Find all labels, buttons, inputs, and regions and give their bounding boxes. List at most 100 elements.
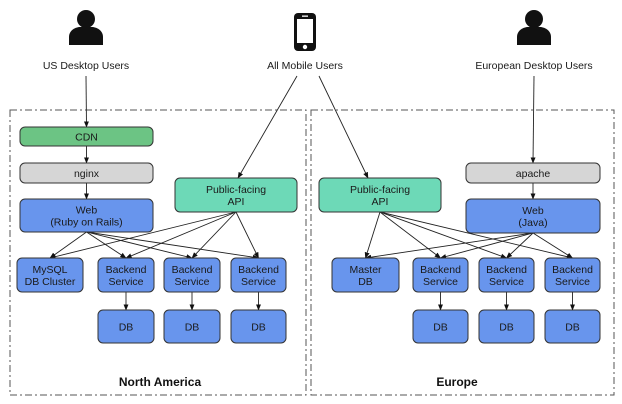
node-label: Service: [174, 276, 209, 288]
actor-label: European Desktop Users: [475, 60, 592, 72]
region-north-america: North America: [9, 109, 307, 396]
edge-na-api-to-na-mysql: [49, 211, 237, 260]
edge-na-api-to-na-be3: [235, 211, 259, 259]
actor-label: All Mobile Users: [267, 60, 343, 72]
actor-all-mobile-users: All Mobile Users: [267, 13, 343, 72]
node-box: [544, 257, 601, 293]
edge-us-desktop-to-na-cdn: [83, 75, 89, 128]
node-box: [19, 162, 154, 184]
node-label: DB: [185, 321, 200, 333]
edge-na-web-to-na-be3: [86, 231, 260, 260]
edges: [49, 75, 576, 311]
node-na-web: Web(Ruby on Rails): [19, 198, 154, 233]
person-icon: [69, 10, 103, 45]
node-na-nginx: nginx: [19, 162, 154, 184]
node-label: DB Cluster: [25, 276, 76, 288]
node-box: [16, 257, 84, 293]
node-label: (Ruby on Rails): [50, 216, 122, 228]
node-label: Service: [555, 276, 590, 288]
edge-eu-api-to-eu-be2: [379, 211, 508, 259]
edge-eu-web-to-eu-be2: [506, 232, 534, 259]
node-eu-web: Web(Java): [465, 198, 601, 234]
node-label: nginx: [74, 168, 100, 180]
edge-mobile-to-eu-api: [318, 75, 369, 179]
node-label: Backend: [106, 264, 147, 276]
region-europe: Europe: [310, 109, 615, 396]
node-box: [478, 309, 535, 344]
node-box: [174, 177, 298, 213]
node-na-db3: DB: [230, 309, 287, 344]
smartphone-icon: [294, 13, 316, 51]
edge-na-web-to-na-be2: [86, 231, 193, 260]
node-label: DB: [565, 321, 580, 333]
node-label: Public-facing: [350, 184, 410, 196]
edge-eu-web-to-eu-be3: [532, 232, 574, 259]
edge-eu-api-to-eu-master: [364, 211, 381, 259]
node-na-db2: DB: [163, 309, 221, 344]
node-label: Service: [489, 276, 524, 288]
person-icon: [517, 10, 551, 45]
node-box: [465, 162, 601, 184]
node-box: [163, 309, 221, 344]
node-label: DB: [251, 321, 266, 333]
node-label: CDN: [75, 131, 98, 143]
actor-label: US Desktop Users: [43, 60, 129, 72]
node-label: Public-facing: [206, 184, 266, 196]
node-label: MySQL: [32, 264, 67, 276]
edge-na-api-to-na-be1: [125, 211, 237, 259]
node-label: DB: [119, 321, 134, 333]
node-label: DB: [433, 321, 448, 333]
node-eu-db3: DB: [544, 309, 601, 344]
node-box: [19, 198, 154, 233]
node-label: Backend: [552, 264, 593, 276]
node-label: DB: [499, 321, 514, 333]
actor-european-desktop-users: European Desktop Users: [475, 10, 593, 72]
node-box: [97, 309, 155, 344]
node-label: apache: [516, 168, 551, 180]
edge-na-api-to-na-be2: [191, 211, 237, 259]
region-title: Europe: [436, 375, 478, 389]
node-box: [478, 257, 535, 293]
node-label: Web: [522, 205, 544, 217]
region-border-north-america: [9, 109, 307, 396]
node-box: [19, 126, 154, 147]
node-label: Service: [108, 276, 143, 288]
node-label: Master: [349, 264, 382, 276]
node-box: [318, 177, 442, 213]
node-label: Backend: [486, 264, 527, 276]
node-eu-apache: apache: [465, 162, 601, 184]
node-box: [331, 257, 400, 293]
actor-us-desktop-users: US Desktop Users: [43, 10, 129, 72]
node-label: Backend: [420, 264, 461, 276]
node-box: [412, 309, 469, 344]
node-label: API: [228, 196, 245, 208]
node-label: Web: [76, 204, 98, 216]
node-label: Service: [241, 276, 276, 288]
node-box: [465, 198, 601, 234]
edge-eu-web-to-eu-be1: [439, 232, 534, 259]
edge-mobile-to-na-api: [237, 75, 298, 179]
region-border-europe: [310, 109, 615, 396]
node-eu-db1: DB: [412, 309, 469, 344]
node-eu-db2: DB: [478, 309, 535, 344]
node-label: Backend: [172, 264, 213, 276]
node-na-db1: DB: [97, 309, 155, 344]
node-na-cdn: CDN: [19, 126, 154, 147]
node-label: Backend: [238, 264, 279, 276]
node-box: [544, 309, 601, 344]
node-box: [412, 257, 469, 293]
edge-na-web-to-na-mysql: [49, 231, 87, 259]
node-label: (Java): [518, 217, 547, 229]
node-label: API: [372, 196, 389, 208]
edge-na-web-to-na-be1: [86, 231, 127, 259]
